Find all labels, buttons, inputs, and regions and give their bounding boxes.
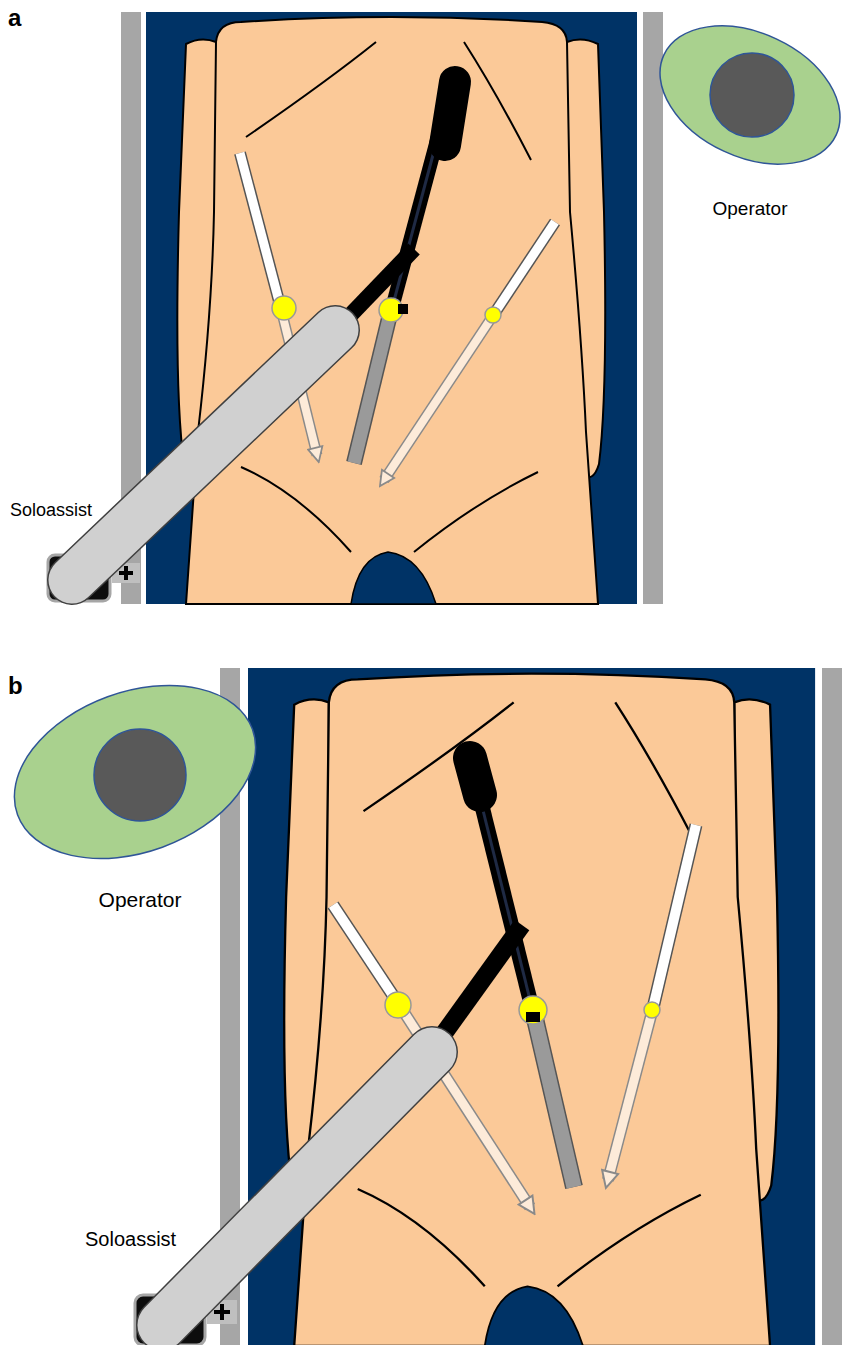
table-rail (643, 12, 663, 604)
instrument (494, 222, 555, 314)
camera-head (470, 758, 480, 795)
operator-head (94, 729, 186, 821)
table-rail (822, 668, 842, 1345)
instrument (240, 153, 280, 305)
panel-letter: a (8, 4, 21, 32)
instrument (653, 825, 696, 1008)
patient-torso (248, 668, 815, 1345)
trocar (385, 992, 411, 1018)
trocar (485, 307, 501, 323)
trocar (519, 996, 547, 1024)
instrument (333, 905, 398, 1003)
trocar (644, 1002, 660, 1018)
operator-label: Operator (713, 198, 788, 220)
trocar (272, 296, 296, 320)
robot-label: Soloassist (10, 500, 92, 521)
panel-letter: b (8, 672, 23, 700)
operator-figure (638, 0, 847, 191)
operator-head (710, 53, 794, 137)
operator-figure (0, 654, 280, 890)
operator-label: Operator (99, 888, 182, 912)
panel-b (0, 654, 842, 1345)
camera-shaft (533, 1010, 574, 1187)
camera-head (445, 82, 455, 145)
patient-torso (146, 12, 637, 604)
robot-bar (72, 330, 335, 580)
robot-label: Soloassist (85, 1228, 176, 1251)
panel-a (48, 0, 847, 604)
robot-bar (162, 1052, 432, 1325)
